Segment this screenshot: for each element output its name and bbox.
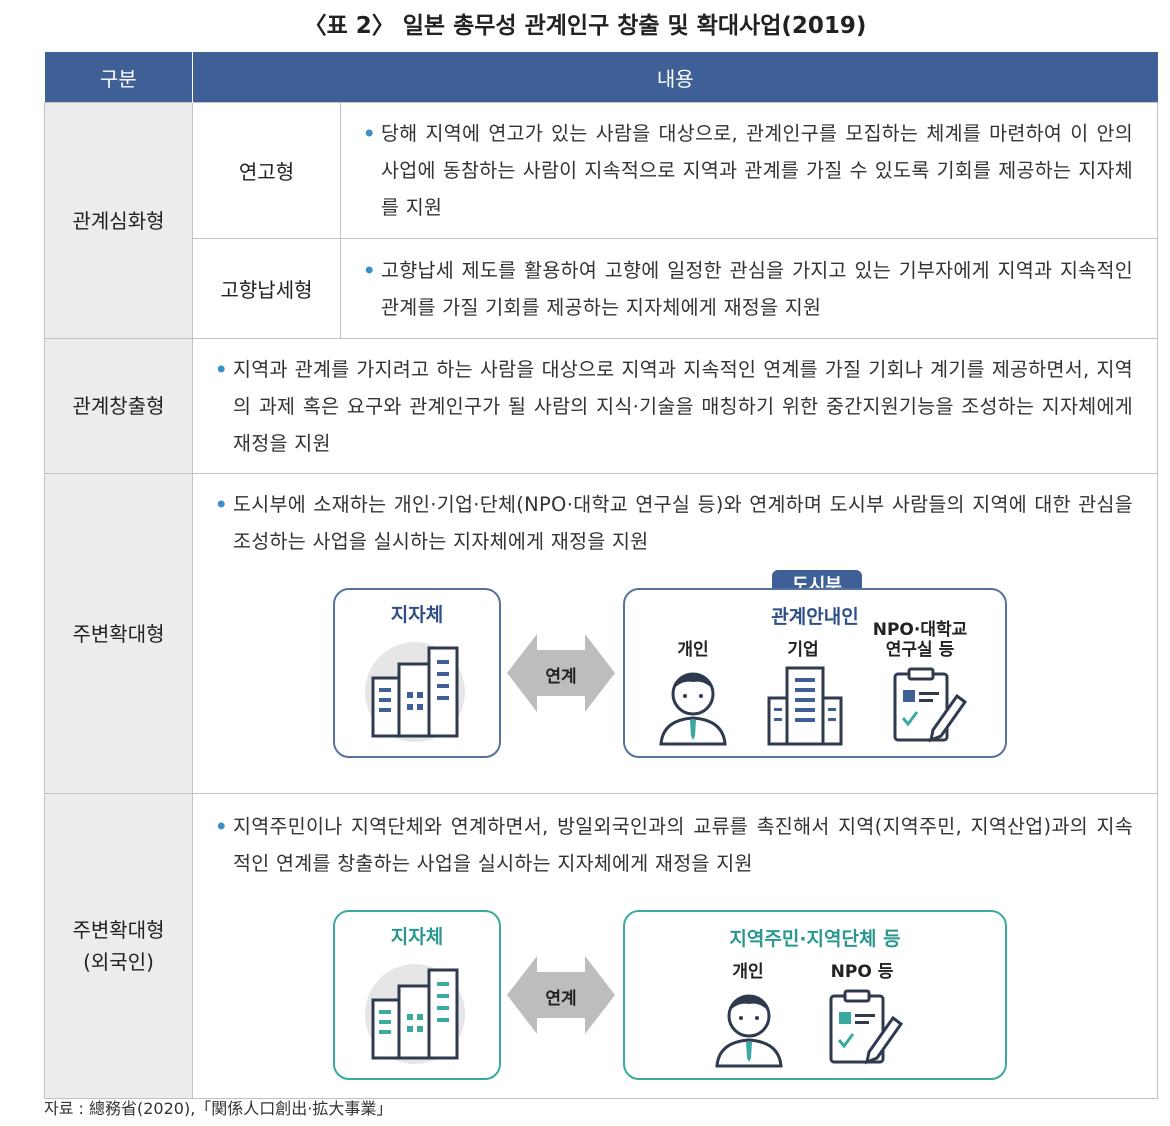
table-row: 관계심화형 연고형 당해 지역에 연고가 있는 사람을 대상으로, 관계인구를 … — [44, 102, 1158, 339]
bullet-text: 당해 지역에 연고가 있는 사람을 대상으로, 관계인구를 모집하는 체계를 마… — [363, 115, 1133, 226]
residents-title: 지역주민·지역단체 등 — [729, 928, 901, 950]
double-arrow-icon — [507, 956, 615, 1034]
relation-guide-box: 관계안내인 개인 기업 NPO·대학교 연구실 등 — [623, 588, 1007, 758]
clipboard-icon — [829, 989, 904, 1065]
category-cell: 관계심화형 — [44, 102, 193, 339]
bullet-text: 지역과 관계를 가지려고 하는 사람을 대상으로 지역과 지속적인 연계를 가질… — [215, 351, 1133, 462]
foreigner-diagram: 지자체 연계 지역주민·지역단체 등 — [215, 898, 1133, 1098]
table-title: 〈표 2〉 일본 총무성 관계인구 창출 및 확대사업(2019) — [303, 13, 867, 39]
clipboard-icon — [893, 667, 968, 743]
bullet-text: 지역주민이나 지역단체와 연계하면서, 방일외국인과의 교류를 촉진해서 지역(… — [215, 808, 1133, 882]
office-building-icon — [767, 666, 843, 746]
npo-label: NPO 등 — [830, 962, 894, 982]
municipality-box: 지자체 — [333, 910, 501, 1080]
company-label: 기업 — [787, 640, 819, 660]
urban-diagram: 지자체 연계 도시부 관계안 — [215, 570, 1133, 776]
table-header-row: 구분 내용 — [44, 52, 1158, 103]
category-cell: 주변확대형 — [44, 473, 193, 794]
individual-label: 개인 — [677, 640, 709, 660]
double-arrow-icon — [507, 634, 615, 712]
municipality-box: 지자체 — [333, 588, 501, 758]
relation-guide-title: 관계안내인 — [771, 606, 859, 628]
program-table: 구분 내용 관계심화형 연고형 당해 지역에 연고가 있는 사람을 대상으로, … — [44, 52, 1158, 1099]
link-label: 연계 — [545, 989, 577, 1009]
header-content: 내용 — [192, 52, 1158, 103]
bullet-text: 고향납세 제도를 활용하여 고향에 일정한 관심을 가지고 있는 기부자에게 지… — [363, 252, 1133, 326]
person-icon — [659, 672, 727, 746]
category-cell: 주변확대형 (외국인) — [44, 793, 193, 1099]
individual-label: 개인 — [732, 962, 764, 982]
source-note: 자료 : 總務省(2020),「関係人口創出·拡大事業」 — [44, 1099, 393, 1118]
category-line: (외국인) — [83, 950, 154, 974]
category-cell: 관계창출형 — [44, 338, 193, 474]
residents-box: 지역주민·지역단체 등 개인 NPO 등 — [623, 910, 1007, 1080]
npo-label-line2: 연구실 등 — [885, 640, 955, 660]
link-label: 연계 — [545, 667, 577, 687]
table-row: 고향납세형 고향납세 제도를 활용하여 고향에 일정한 관심을 가지고 있는 기… — [45, 238, 1158, 339]
subcategory-cell: 연고형 — [192, 102, 341, 239]
table-row: 관계창출형 지역과 관계를 가지려고 하는 사람을 대상으로 지역과 지속적인 … — [44, 338, 1158, 474]
buildings-icon — [365, 964, 465, 1064]
npo-label-line1: NPO·대학교 — [872, 620, 968, 640]
municipality-title: 지자체 — [390, 926, 444, 948]
municipality-title: 지자체 — [390, 604, 444, 626]
category-line: 주변확대형 — [72, 918, 165, 942]
person-icon — [715, 994, 783, 1068]
table-row: 주변확대형 (외국인) 지역주민이나 지역단체와 연계하면서, 방일외국인과의 … — [44, 793, 1158, 1099]
table-row: 주변확대형 도시부에 소재하는 개인·기업·단체(NPO·대학교 연구실 등)와… — [44, 473, 1158, 794]
subcategory-cell: 고향납세형 — [192, 238, 341, 339]
header-category: 구분 — [44, 52, 193, 103]
bullet-text: 도시부에 소재하는 개인·기업·단체(NPO·대학교 연구실 등)와 연계하며 … — [215, 486, 1133, 560]
buildings-icon — [365, 642, 465, 742]
